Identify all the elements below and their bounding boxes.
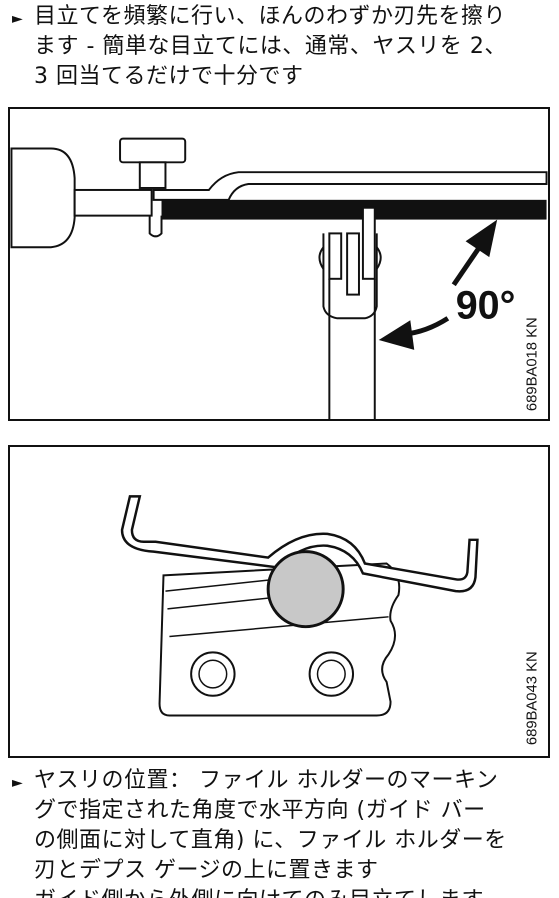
intro-paragraph: ► 目立てを頻繁に行い、ほんのわずか刃先を擦り ます - 簡単な目立てには、通常…	[12, 2, 552, 92]
cutter-slot-shape	[346, 232, 360, 296]
holder-arm-shape	[152, 171, 548, 201]
bullet-icon: ►	[12, 11, 23, 27]
depth-gauge-shape	[361, 206, 376, 280]
rivet-hole-right-inner	[316, 659, 346, 689]
cutter-left-tab-shape	[328, 232, 343, 280]
arrow-left-head-icon	[378, 320, 415, 350]
file-on-cutter-illustration: 689BA043 KN	[120, 495, 541, 745]
figure-file-position: 689BA043 KN	[8, 445, 550, 758]
position-line-3: の側面に対して直角) に、ファイル ホルダーを	[34, 828, 507, 853]
round-file-icon	[266, 550, 345, 629]
file-holder-side-illustration: 90° 689BA018 KN	[10, 137, 548, 419]
intro-line-2: ます - 簡単な目立てには、通常、ヤスリを 2、	[34, 34, 507, 59]
rivet-hole-left-inner	[198, 659, 228, 689]
position-line-2: グで指定された角度で水平方向 (ガイド バー	[34, 798, 486, 823]
figure-file-angle: 90° 689BA018 KN	[8, 107, 550, 421]
position-text: ヤスリの位置： ファイル ホルダーのマーキン グで指定された角度で水平方向 (ガ…	[34, 766, 507, 898]
intro-text: 目立てを頻繁に行い、ほんのわずか刃先を擦り ます - 簡単な目立てには、通常、ヤ…	[34, 2, 507, 92]
cutter-edge-line-3	[169, 616, 389, 638]
file-shaft-shape	[73, 188, 153, 217]
clamp-stem-shape	[138, 161, 167, 189]
arrow-up-head-icon	[465, 219, 498, 258]
cutter-curl-left	[318, 246, 325, 270]
cutter-edge-line-2	[167, 596, 279, 610]
position-line-1: ヤスリの位置： ファイル ホルダーのマーキン	[34, 768, 499, 793]
clamp-knob-shape	[119, 137, 187, 164]
intro-line-1: 目立てを頻繁に行い、ほんのわずか刃先を擦り	[34, 4, 507, 29]
arrow-up-line	[451, 245, 482, 287]
figure2-code: 689BA043 KN	[525, 651, 541, 745]
angle-label: 90°	[456, 283, 516, 327]
position-line-4: 刃とデプス ゲージの上に置きます	[34, 858, 379, 883]
file-position-paragraph: ► ヤスリの位置： ファイル ホルダーのマーキン グで指定された角度で水平方向 …	[12, 766, 552, 898]
bullet-icon: ►	[12, 775, 23, 791]
guide-plate-shape	[161, 199, 547, 220]
intro-line-3: 3 回当てるだけで十分です	[34, 64, 304, 89]
cutter-edge-line-1	[165, 578, 277, 592]
holder-hook-shape	[148, 215, 163, 238]
file-handle-shape	[10, 147, 76, 249]
cutter-curl-right	[375, 246, 382, 270]
figure1-code: 689BA018 KN	[525, 317, 541, 411]
